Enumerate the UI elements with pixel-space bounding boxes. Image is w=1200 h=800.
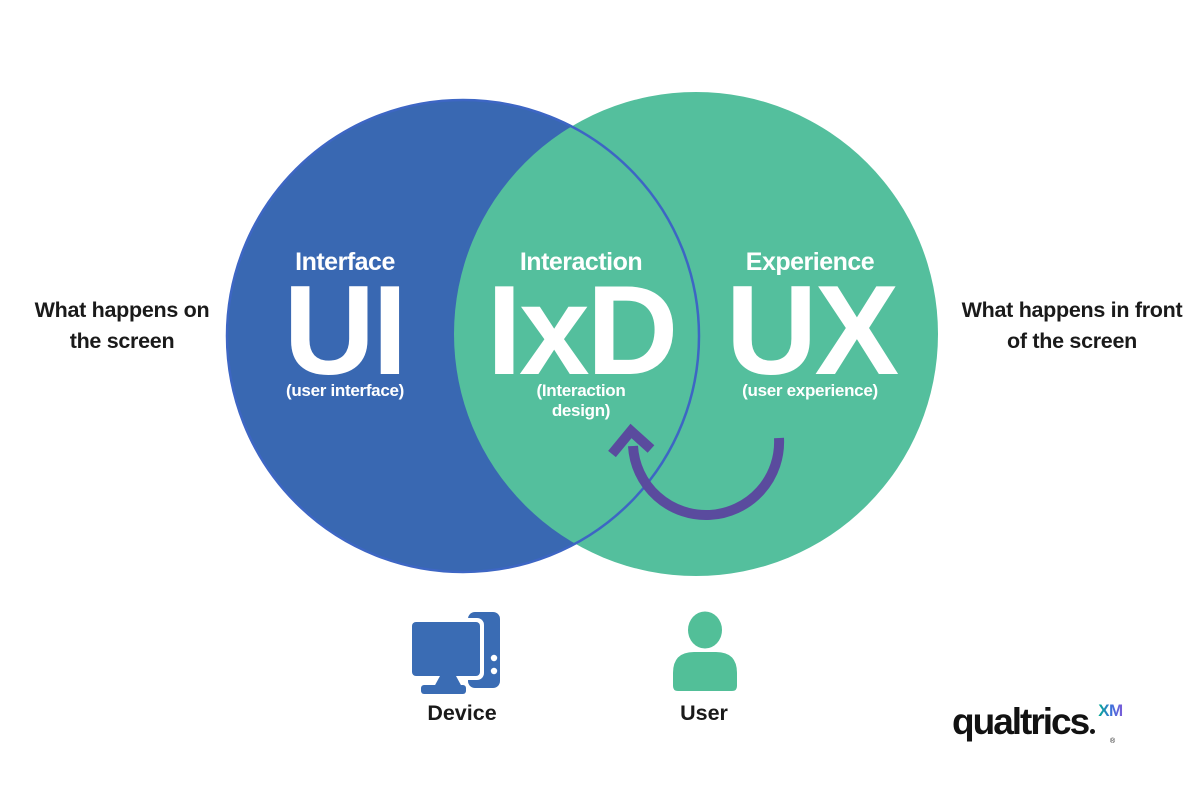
- device-label: Device: [427, 701, 497, 725]
- xm-mark: XM: [1098, 701, 1123, 720]
- device-stand-neck: [434, 676, 462, 687]
- user-label: User: [680, 701, 728, 725]
- ux-subheading: (user experience): [742, 381, 878, 400]
- person-body: [673, 652, 737, 691]
- ixd-heading: Interaction: [519, 248, 643, 276]
- device-stand-base: [421, 685, 466, 694]
- ui-circle-outline: [225, 98, 701, 574]
- ixd-acronym: IxD: [486, 259, 679, 401]
- device-tower-dot: [490, 654, 498, 662]
- device-tower-dot: [490, 667, 498, 675]
- ui-subheading: (user interface): [285, 381, 405, 400]
- person-head: [688, 611, 722, 649]
- ixd-subheading: (Interaction design): [536, 381, 626, 420]
- desktop-computer-icon: [408, 612, 500, 694]
- ux-heading: Experience: [745, 248, 875, 276]
- feedback-arrow-head: [608, 423, 655, 458]
- qualtrics-logo: qualtrics ® XM: [952, 700, 1123, 745]
- qualtrics-dot: [1090, 729, 1096, 734]
- left-caption: What happens on the screen: [34, 298, 210, 353]
- right-caption: What happens in front of the screen: [961, 298, 1183, 353]
- registered-mark: ®: [1110, 738, 1116, 745]
- qualtrics-wordmark: qualtrics: [952, 701, 1090, 742]
- ux-circle: [454, 92, 938, 576]
- ui-heading: Interface: [295, 248, 395, 276]
- ux-acronym: UX: [725, 259, 899, 401]
- person-icon: [673, 611, 737, 691]
- device-monitor: [412, 622, 480, 676]
- feedback-arrow-arc: [628, 437, 785, 521]
- ui-acronym: UI: [283, 259, 408, 401]
